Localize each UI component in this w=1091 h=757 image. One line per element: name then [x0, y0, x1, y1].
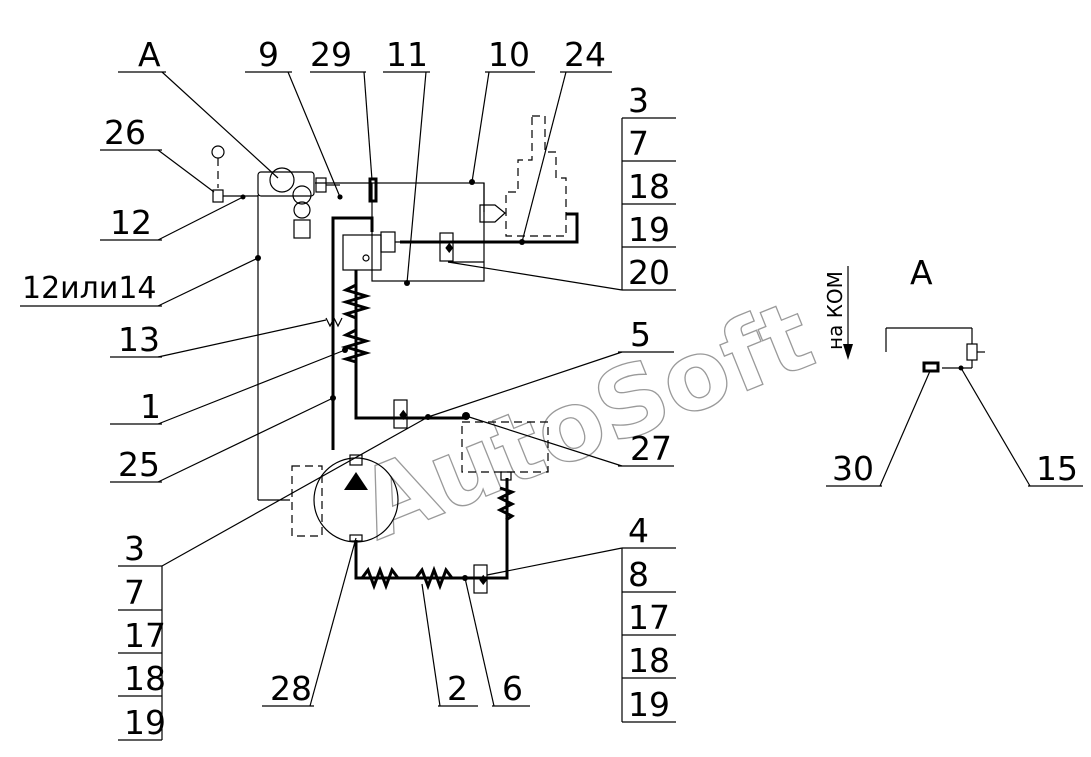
label-a-detail: A	[910, 253, 933, 292]
label-12-or-14: 12или14	[22, 271, 157, 306]
label-25: 25	[118, 445, 160, 484]
stack-lb-0: 3	[124, 529, 145, 568]
label-27: 27	[630, 429, 672, 468]
stack-rb-4: 19	[628, 685, 670, 724]
clamp-29	[368, 177, 378, 203]
label-11: 11	[386, 35, 428, 74]
stack-rt-2: 18	[628, 167, 670, 206]
stack-lb-3: 18	[124, 659, 166, 698]
label-13: 13	[118, 320, 160, 359]
stack-left-bottom: 3 7 17 18 19	[124, 529, 166, 742]
label-1: 1	[140, 387, 161, 426]
label-15: 15	[1036, 449, 1078, 488]
stack-right-bottom-lines	[621, 547, 676, 723]
stack-right-top: 3 7 18 19 20	[628, 81, 670, 292]
callout-labels: A 9 29 11 10 24 26 12 12или14 13 1 25 5 …	[22, 35, 1078, 708]
stack-lb-2: 17	[124, 616, 166, 655]
stack-rt-4: 20	[628, 253, 670, 292]
svg-text:♦: ♦	[443, 241, 456, 257]
control-valve-block	[342, 231, 440, 271]
stack-rt-1: 7	[628, 124, 649, 163]
label-29: 29	[310, 35, 352, 74]
svg-text:♦: ♦	[477, 573, 490, 589]
label-na-kom: на КОМ	[823, 271, 847, 350]
tank-dashed	[479, 115, 567, 237]
filter-block-dashed	[461, 421, 549, 481]
detail-view-a	[826, 266, 1083, 487]
label-9: 9	[258, 35, 279, 74]
label-30: 30	[832, 449, 874, 488]
stack-lb-4: 19	[124, 703, 166, 742]
stack-rb-1: 8	[628, 555, 649, 594]
stack-rt-0: 3	[628, 81, 649, 120]
watermark: AutoSoft	[343, 279, 827, 562]
stack-right-top-lines	[621, 117, 676, 291]
stack-rb-2: 17	[628, 598, 670, 637]
valve-assembly-a	[257, 167, 343, 239]
inline-filters: ♦ ♦ ♦	[393, 232, 490, 594]
svg-text:♦: ♦	[397, 408, 410, 424]
label-28: 28	[270, 669, 312, 708]
label-10: 10	[488, 35, 530, 74]
stack-left-bottom-lines	[118, 565, 163, 741]
stack-rt-3: 19	[628, 210, 670, 249]
stack-rb-0: 4	[628, 511, 649, 550]
label-24: 24	[564, 35, 606, 74]
label-12: 12	[110, 203, 152, 242]
fitting-26	[211, 145, 258, 203]
label-5: 5	[630, 315, 651, 354]
label-2: 2	[447, 669, 468, 708]
stack-right-bottom: 4 8 17 18 19	[628, 511, 670, 724]
springs	[325, 283, 516, 591]
label-26: 26	[104, 113, 146, 152]
stack-rb-3: 18	[628, 641, 670, 680]
label-a-top: A	[138, 35, 161, 74]
stack-lb-1: 7	[124, 573, 145, 612]
leader-lines	[20, 71, 674, 707]
label-6: 6	[502, 669, 523, 708]
